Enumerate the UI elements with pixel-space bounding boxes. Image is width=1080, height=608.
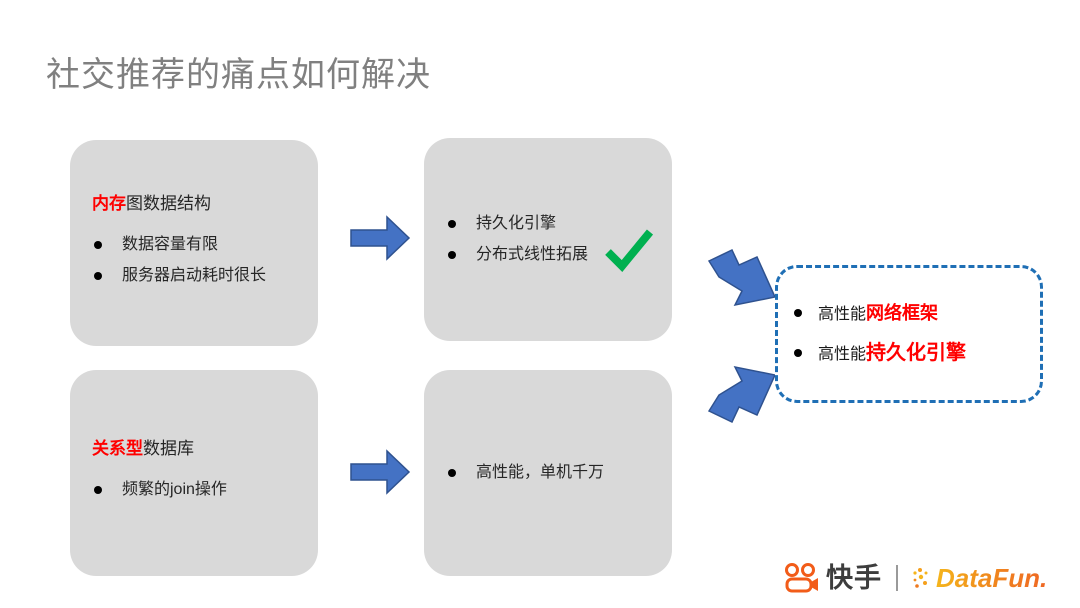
right-arrow-icon-bottom xyxy=(350,449,411,495)
bullet-dot-icon xyxy=(94,271,102,280)
list-item: 服务器启动耗时很长 xyxy=(70,265,318,287)
card-memory-bullet-list: 数据容量有限 服务器启动耗时很长 xyxy=(70,225,318,296)
card-persistence-engine: 持久化引擎 分布式线性拓展 xyxy=(424,138,672,341)
green-check-icon xyxy=(605,229,653,272)
datafun-wordmark: DataFun. xyxy=(936,563,1048,593)
result-bullet-list: 高性能网络框架 高性能持久化引擎 xyxy=(778,287,1040,381)
card-memory-heading: 内存图数据结构 xyxy=(70,191,318,217)
page-title: 社交推荐的痛点如何解决 xyxy=(46,56,431,94)
list-item: 高性能，单机千万 xyxy=(424,462,672,484)
kuaishou-logo: 快手 xyxy=(782,563,882,593)
card-relational-bullet-list: 频繁的join操作 xyxy=(70,470,318,510)
result-item-highlight: 网络框架 xyxy=(866,303,939,323)
footer-divider xyxy=(896,565,898,591)
kuaishou-wordmark: 快手 xyxy=(826,563,882,593)
list-item-label: 持久化引擎 xyxy=(476,215,557,232)
card-relational-heading-rest: 数据库 xyxy=(143,439,194,458)
card-memory-graph: 内存图数据结构 数据容量有限 服务器启动耗时很长 xyxy=(70,140,318,346)
card-relational-heading: 关系型数据库 xyxy=(70,436,318,462)
result-item-plain: 高性能 xyxy=(818,346,867,363)
result-item-highlight: 持久化引擎 xyxy=(866,342,967,364)
card-performance-bullet-list: 高性能，单机千万 xyxy=(424,453,672,493)
card-result-summary: 高性能网络框架 高性能持久化引擎 xyxy=(775,265,1043,403)
bullet-dot-icon xyxy=(94,486,102,494)
right-arrow-icon-top xyxy=(350,215,411,261)
card-high-performance: 高性能，单机千万 xyxy=(424,370,672,576)
bullet-dot-icon xyxy=(794,309,802,317)
list-item: 高性能网络框架 xyxy=(778,301,1040,327)
list-item: 频繁的join操作 xyxy=(70,479,318,501)
datafun-dots-icon xyxy=(913,568,928,588)
down-right-arrow-icon xyxy=(707,248,777,307)
list-item: 高性能持久化引擎 xyxy=(778,341,1040,367)
list-item-label: 服务器启动耗时很长 xyxy=(122,266,267,284)
card-persistence-bullet-list: 持久化引擎 分布式线性拓展 xyxy=(424,204,672,275)
bullet-dot-icon xyxy=(448,469,456,477)
card-memory-heading-rest: 图数据结构 xyxy=(126,193,211,213)
list-item: 分布式线性拓展 xyxy=(424,244,672,266)
list-item-label: 高性能，单机千万 xyxy=(476,464,605,481)
kuaishou-mark-icon xyxy=(785,563,818,593)
card-memory-heading-highlight: 内存 xyxy=(92,193,126,213)
result-item-plain: 高性能 xyxy=(818,306,867,323)
datafun-logo: DataFun. xyxy=(912,564,1047,592)
list-item-label: 频繁的join操作 xyxy=(122,481,227,498)
list-item: 持久化引擎 xyxy=(424,213,672,235)
bullet-dot-icon xyxy=(448,220,456,228)
bullet-dot-icon xyxy=(94,240,102,249)
card-relational-db: 关系型数据库 频繁的join操作 xyxy=(70,370,318,576)
footer-logo-group: 快手 DataFun. xyxy=(782,556,1047,600)
list-item-label: 数据容量有限 xyxy=(122,235,219,253)
list-item: 数据容量有限 xyxy=(70,234,318,256)
bullet-dot-icon xyxy=(794,349,802,357)
bullet-dot-icon xyxy=(448,251,456,259)
list-item-label: 分布式线性拓展 xyxy=(476,246,589,263)
up-right-arrow-icon xyxy=(707,365,777,424)
card-relational-heading-highlight: 关系型 xyxy=(92,439,143,458)
